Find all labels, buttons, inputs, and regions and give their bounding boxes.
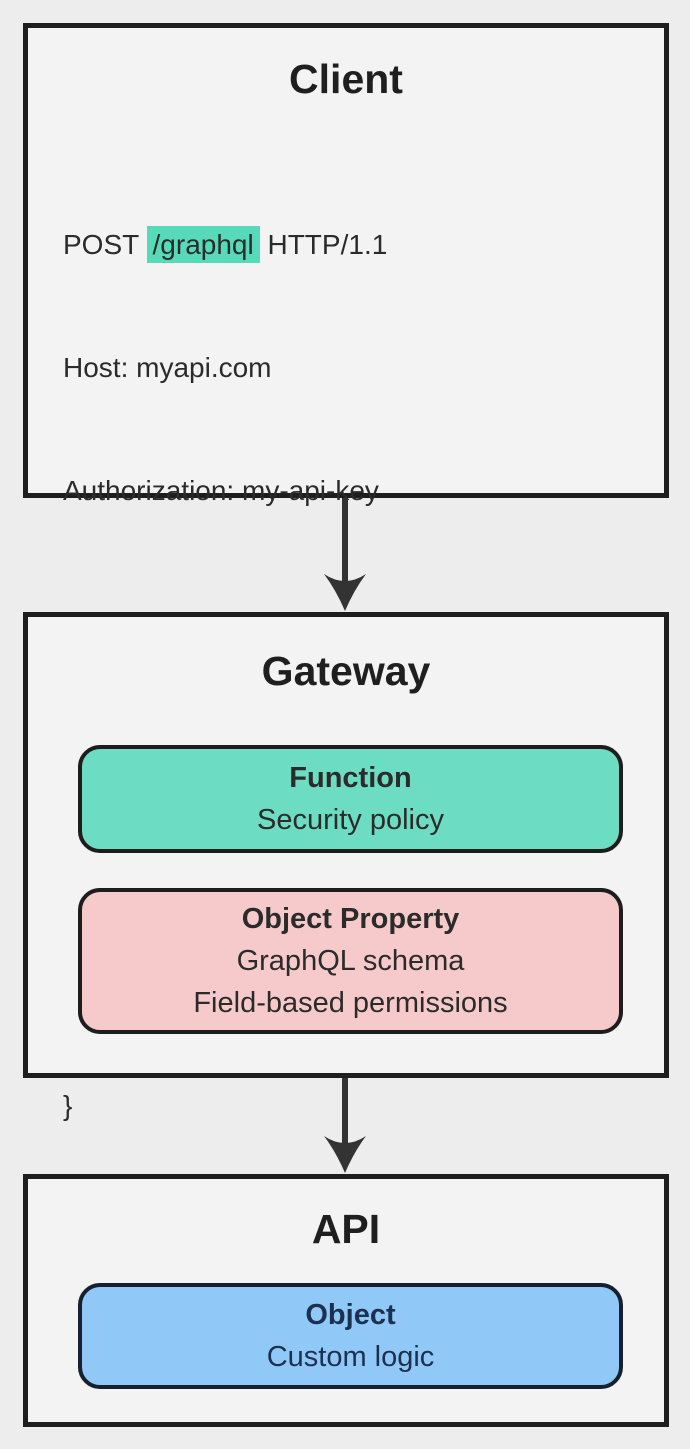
object-property-card-title: Object Property [241, 903, 460, 935]
text-segment: HTTP/1.1 [259, 229, 388, 260]
object-property-card: Object Property GraphQL schema Field-bas… [78, 888, 623, 1034]
request-line: Host: myapi.com [63, 347, 656, 388]
arrowhead-icon [324, 574, 366, 611]
text-segment: Host: myapi.com [63, 352, 272, 383]
request-line: } [63, 1085, 656, 1126]
request-line: POST /graphql HTTP/1.1 [63, 224, 656, 265]
function-card-line: Security policy [257, 804, 444, 836]
object-card-title: Object [305, 1299, 396, 1331]
object-property-card-line: Field-based permissions [193, 987, 508, 1019]
function-card-title: Function [289, 762, 412, 794]
text-segment: POST [63, 229, 147, 260]
text-segment: Authorization: my-api-key [63, 475, 379, 506]
text-segment: } [63, 1090, 73, 1121]
object-card: Object Custom logic [78, 1283, 623, 1389]
gateway-title: Gateway [261, 648, 431, 694]
object-card-line: Custom logic [266, 1341, 435, 1373]
api-title: API [311, 1206, 381, 1252]
request-line: Authorization: my-api-key [63, 470, 656, 511]
gateway-box: Gateway Function Security policy Object … [23, 612, 669, 1078]
object-property-card-line: GraphQL schema [236, 945, 465, 977]
arrowhead-icon [324, 1136, 366, 1173]
graphql-path-highlight: /graphql [146, 226, 260, 263]
api-box: API Object Custom logic [23, 1174, 669, 1427]
arrow-gateway-to-api [324, 1078, 366, 1173]
client-box: Client POST /graphql HTTP/1.1 Host: myap… [23, 23, 669, 1121]
function-card: Function Security policy [78, 745, 623, 853]
client-title: Client [289, 56, 403, 102]
arrow-client-to-gateway [324, 498, 366, 611]
